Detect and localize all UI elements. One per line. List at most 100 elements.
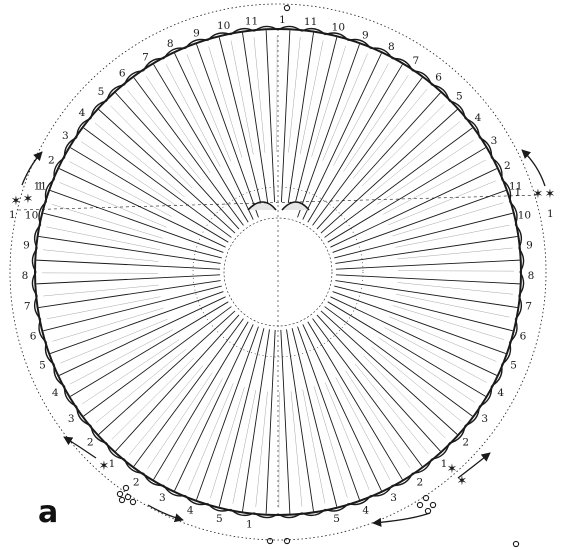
lower-right-number: 5	[333, 513, 340, 525]
lamella-fine-line	[389, 317, 496, 362]
star-icon: ✶	[545, 187, 556, 202]
lower-left-number: 2	[133, 476, 140, 488]
upper-left-number: 2	[48, 155, 55, 167]
lamella-line	[330, 169, 496, 248]
axis-right-label: 1	[547, 208, 554, 220]
lamella-fine-line	[43, 285, 158, 296]
lamella-line	[330, 297, 496, 376]
lamella-line	[175, 324, 254, 490]
upper-left-number: 6	[119, 68, 126, 80]
star-icon: ✶	[533, 187, 544, 202]
star-icon: ✶	[23, 192, 34, 207]
star-icon: ✶	[11, 194, 22, 209]
lamella-fine-line	[112, 358, 194, 440]
lamella-line	[175, 53, 254, 219]
lamella-line	[281, 30, 289, 202]
upper-right-number: 4	[475, 112, 482, 124]
lamella-fine-line	[323, 54, 368, 161]
small-circle-icon	[123, 485, 128, 490]
upper-left-number: 8	[167, 38, 174, 50]
lower-right-number: 3	[390, 492, 397, 504]
lower-right-number: 9	[526, 240, 533, 252]
lower-right-number: 2	[416, 476, 423, 488]
lamella-line	[321, 109, 457, 233]
lamella-line	[328, 302, 486, 397]
lower-left-number: 11	[34, 180, 47, 192]
lamella-line	[154, 322, 249, 480]
lamella-line	[59, 297, 225, 376]
lower-left-number: 10	[25, 210, 38, 222]
lower-left-number: 9	[23, 240, 30, 252]
upper-right-number: 1	[279, 14, 286, 26]
small-circle-icon	[125, 494, 130, 499]
lower-left-number: 4	[52, 387, 59, 399]
lamella-line	[36, 275, 220, 284]
upper-right-number: 5	[456, 91, 463, 103]
small-circle-icon	[267, 538, 272, 543]
lamella-line	[295, 37, 337, 204]
lamella-line	[99, 311, 235, 435]
lower-left-number: 4	[187, 504, 194, 516]
arrow-icon	[148, 505, 183, 520]
arrow-icon	[373, 513, 430, 523]
upper-right-number: 6	[435, 71, 442, 83]
upper-right-number: 7	[412, 55, 419, 67]
upper-left-number: 4	[79, 107, 86, 119]
lamella-line	[99, 109, 235, 233]
lower-right-number: 8	[528, 270, 535, 282]
lower-right-number: 11	[509, 180, 522, 192]
lamella-line	[303, 53, 382, 219]
lamella-line	[134, 78, 244, 226]
lower-left-number: 1	[109, 458, 116, 470]
upper-right-number: 9	[362, 30, 369, 42]
lamella-line	[335, 281, 517, 308]
lamella-line	[336, 275, 520, 284]
lamella-line	[36, 260, 220, 269]
lower-left-number: 5	[39, 359, 46, 371]
upper-right-number: 2	[504, 160, 511, 172]
lamella-fine-line	[333, 63, 388, 165]
lower-left-number: 3	[159, 492, 166, 504]
lower-left-number: 2	[87, 437, 94, 449]
lamella-fine-line	[168, 378, 223, 480]
upper-left-number: 7	[142, 52, 149, 64]
lamella-line	[266, 30, 274, 202]
lower-right-number: 3	[481, 413, 488, 425]
lower-right-number: 2	[462, 437, 469, 449]
panel-label: a	[38, 495, 58, 530]
lamella-line	[321, 311, 457, 435]
small-circle-icon	[117, 491, 122, 496]
lamella-fine-line	[111, 106, 193, 188]
small-circle-icon	[425, 508, 430, 513]
arrow-icon	[522, 150, 545, 186]
lamella-line	[308, 64, 403, 222]
small-circle-icon	[513, 541, 518, 546]
lamella-fine-line	[364, 356, 446, 438]
horizontal-axis-line	[18, 195, 540, 210]
lower-right-number: 5	[510, 359, 517, 371]
upper-right-number: 10	[332, 21, 345, 33]
lamella-line	[115, 93, 239, 229]
lower-right-number: 7	[525, 300, 532, 312]
upper-right-number: 11	[304, 16, 317, 28]
lamella-line	[317, 315, 441, 451]
lamella-fine-line	[397, 248, 512, 259]
lamella-fine-line	[188, 383, 233, 490]
lamella-line	[70, 148, 228, 243]
small-circle-icon	[430, 502, 435, 507]
star-icon: ✶	[99, 459, 110, 474]
lower-left-number: 1	[246, 518, 253, 530]
lamella-line	[336, 260, 520, 269]
upper-left-number: 10	[217, 20, 230, 32]
lower-left-number: 7	[24, 300, 31, 312]
small-circle-icon	[284, 538, 289, 543]
lamella-line	[313, 319, 423, 467]
upper-left-number: 3	[62, 130, 69, 142]
lamella-fine-line	[384, 327, 486, 382]
upper-right-number: 3	[491, 135, 498, 147]
small-circle-icon	[284, 5, 289, 10]
small-circle-icon	[130, 499, 135, 504]
upper-right-number: 8	[388, 41, 395, 53]
lamella-fine-line	[60, 182, 167, 227]
